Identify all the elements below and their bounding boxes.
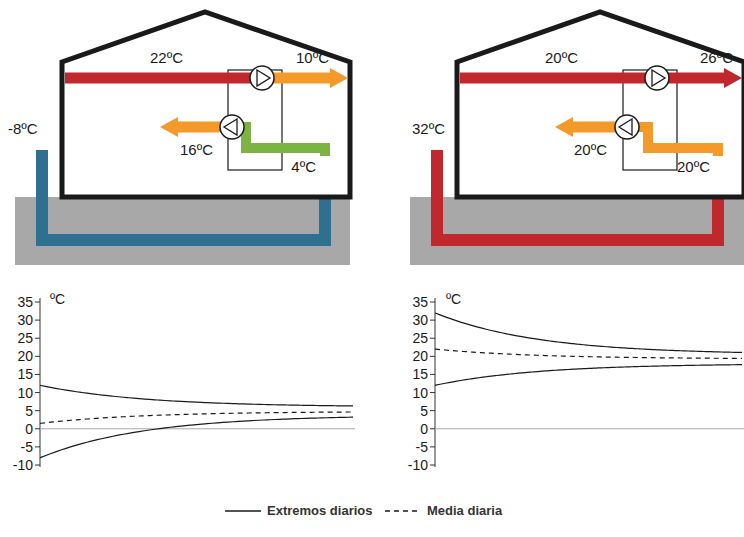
axis-tick	[35, 302, 40, 303]
daily-extreme-curve	[40, 385, 353, 406]
pump-symbol	[257, 70, 270, 86]
legend-entry: Extremos diarios	[225, 503, 373, 518]
axis-tick	[430, 302, 435, 303]
y-axis	[40, 298, 41, 467]
axis-label: 0	[420, 422, 428, 436]
axis-tick	[430, 392, 435, 393]
legend-text: Media diaria	[427, 503, 502, 518]
arrow-head	[555, 117, 573, 137]
legend-sample-line	[385, 510, 421, 512]
temperature-label: 32ºC	[412, 121, 445, 136]
axis-tick	[35, 338, 40, 339]
warm-air-in	[65, 73, 262, 84]
temperature-label: 20ºC	[545, 50, 578, 65]
temperature-label: 16ºC	[180, 142, 213, 157]
axis-tick	[430, 320, 435, 321]
axis-label: 35	[17, 295, 33, 309]
axis-tick	[35, 465, 40, 466]
daily-mean-curve	[435, 349, 742, 358]
axis-label: 30	[412, 313, 428, 327]
legend-sample	[225, 506, 261, 516]
axis-tick	[430, 374, 435, 375]
pump-symbol	[645, 66, 669, 90]
warm-air-in	[460, 73, 657, 84]
brine-line	[240, 127, 325, 156]
pump-symbol	[250, 66, 274, 90]
fluid-line	[635, 127, 718, 156]
axis-tick	[430, 356, 435, 357]
axis-label: 25	[17, 331, 33, 345]
arrow-head	[160, 117, 178, 137]
axis-label: ºC	[446, 292, 461, 306]
temperature-label: 4ºC	[291, 159, 316, 174]
pump-symbol	[652, 70, 665, 86]
axis-label: 30	[17, 313, 33, 327]
temperature-label: 20ºC	[574, 142, 607, 157]
daily-extreme-curve	[40, 417, 353, 458]
daily-extreme-curve	[435, 365, 742, 386]
axis-label: -10	[408, 458, 428, 472]
axis-label: -5	[21, 440, 33, 454]
axis-tick	[430, 465, 435, 466]
temperature-label: -8ºC	[8, 121, 38, 136]
legend-sample-line	[225, 510, 261, 512]
daily-extreme-curve	[435, 313, 742, 353]
y-axis	[435, 298, 436, 467]
axis-tick	[430, 410, 435, 411]
pump-symbol	[619, 119, 632, 135]
axis-label: 10	[17, 386, 33, 400]
axis-label: ºC	[50, 292, 65, 306]
temperature-label: 10ºC	[296, 50, 329, 65]
axis-tick	[430, 428, 435, 429]
temperature-label: 20ºC	[677, 159, 710, 174]
house-outline	[62, 12, 350, 197]
axis-label: 20	[17, 349, 33, 363]
temperature-label: 26ºC	[700, 50, 733, 65]
arrow-head	[724, 68, 742, 88]
axis-label: 15	[17, 367, 33, 381]
axis-label: 5	[420, 404, 428, 418]
axis-label: 25	[412, 331, 428, 345]
axis-tick	[430, 338, 435, 339]
axis-tick	[430, 446, 435, 447]
zero-line	[435, 428, 744, 429]
axis-label: 5	[25, 404, 33, 418]
axis-label: 10	[412, 386, 428, 400]
pump-symbol	[220, 115, 244, 139]
axis-tick	[35, 410, 40, 411]
axis-tick	[35, 392, 40, 393]
pump-symbol	[615, 115, 639, 139]
house-outline	[457, 12, 744, 197]
axis-label: 15	[412, 367, 428, 381]
legend-entry: Media diaria	[385, 503, 502, 518]
axis-tick	[35, 446, 40, 447]
legend-sample	[385, 506, 421, 516]
axis-tick	[35, 320, 40, 321]
legend-text: Extremos diarios	[267, 503, 373, 518]
axis-label: 0	[25, 422, 33, 436]
pump-symbol	[224, 119, 237, 135]
ground	[410, 197, 744, 265]
axis-label: -5	[416, 440, 428, 454]
axis-tick	[35, 356, 40, 357]
axis-label: 20	[412, 349, 428, 363]
axis-label: 35	[412, 295, 428, 309]
axis-tick	[35, 374, 40, 375]
axis-tick	[35, 428, 40, 429]
arrow-head	[330, 68, 348, 88]
daily-mean-curve	[40, 412, 353, 423]
ground	[15, 197, 350, 265]
zero-line	[40, 428, 355, 429]
axis-label: -10	[13, 458, 33, 472]
temperature-label: 22ºC	[150, 50, 183, 65]
